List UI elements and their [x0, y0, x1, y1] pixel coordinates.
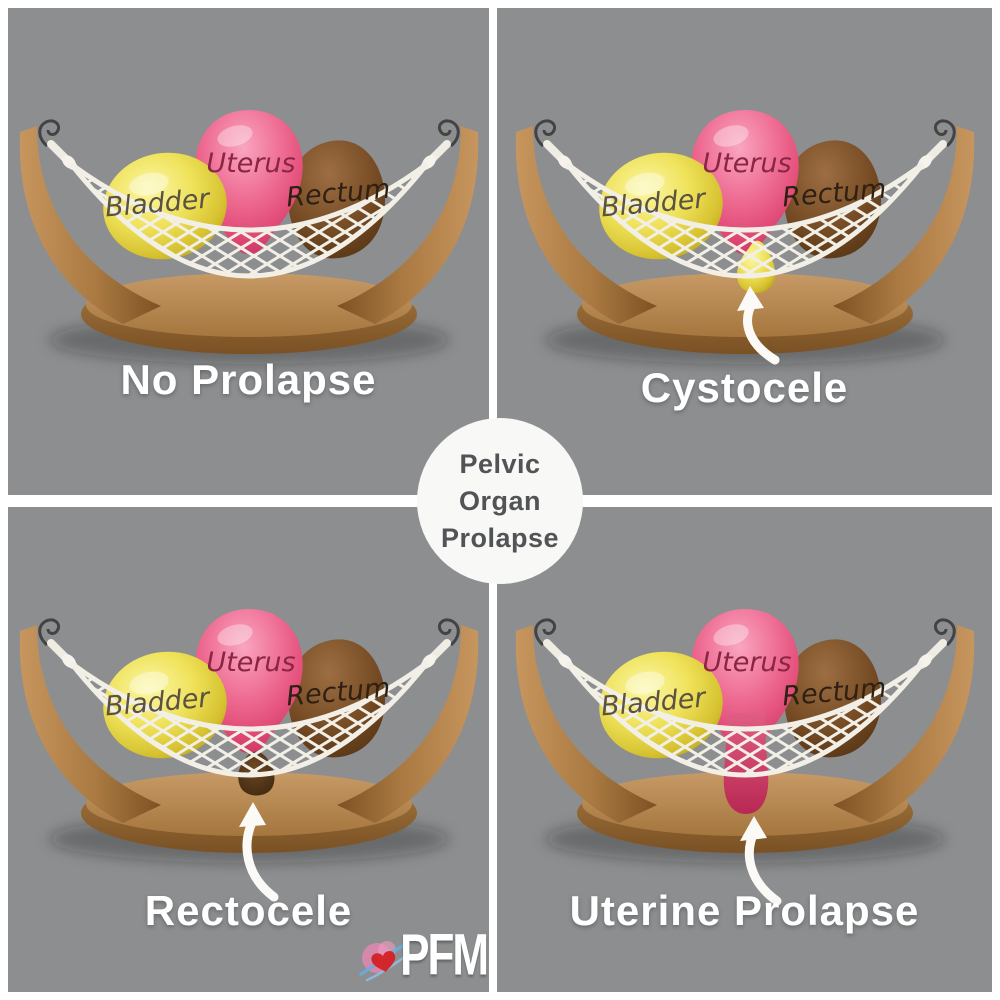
caption-no-prolapse: No Prolapse	[120, 356, 377, 403]
center-circle-badge: Pelvic Organ Prolapse	[417, 418, 583, 584]
panel-cystocele: Bladder Uterus Rectum Cystocele	[497, 8, 992, 495]
hammock-illustration-uterine-prolapse: Bladder Uterus Rectum	[503, 507, 987, 906]
uterus-label: Uterus	[702, 148, 791, 179]
panel-rectocele: Bladder Uterus Rectum Rectocele PFM	[8, 507, 489, 992]
logo-text: PFM	[400, 922, 489, 988]
caption-uterine-prolapse: Uterine Prolapse	[569, 887, 920, 934]
panel-no-prolapse: Bladder Uterus Rectum No Prolapse	[8, 8, 489, 495]
caption-rectocele: Rectocele	[144, 887, 353, 934]
badge-line-3: Prolapse	[440, 522, 560, 553]
hammock-illustration-rectocele: Bladder Uterus Rectum	[8, 507, 489, 902]
uterus-label: Uterus	[206, 647, 295, 678]
panel-uterine-prolapse: Bladder Uterus Rectum Uterine Prolapse	[497, 507, 992, 992]
caption-cystocele: Cystocele	[640, 364, 849, 411]
heart-icon	[371, 951, 396, 972]
prolapse-arrow	[739, 816, 781, 906]
badge-line-2: Organ	[458, 485, 541, 516]
prolapse-arrow	[238, 802, 278, 902]
logo-splash-icon	[359, 941, 411, 982]
hammock-illustration-cystocele: Bladder Uterus Rectum	[503, 8, 987, 365]
prolapse-arrow	[736, 286, 779, 365]
uterus-label: Uterus	[206, 148, 295, 179]
pfm-logo: PFM	[355, 916, 489, 990]
uterus-label: Uterus	[702, 647, 791, 678]
badge-line-1: Pelvic	[459, 448, 541, 479]
hammock-illustration-no-prolapse: Bladder Uterus Rectum	[8, 8, 489, 492]
